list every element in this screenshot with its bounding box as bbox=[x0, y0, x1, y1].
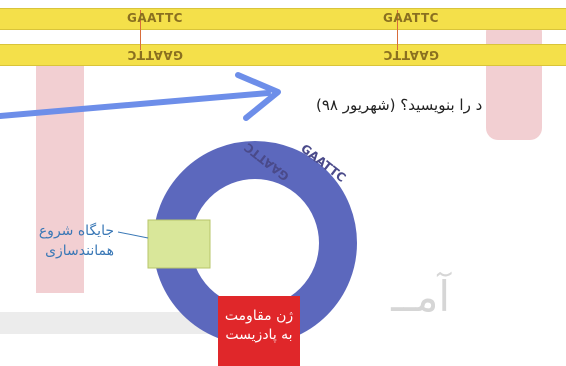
watermark-text: آمــ bbox=[391, 272, 450, 321]
resistance-gene-label: ژن مقاومت به پادزیست bbox=[224, 308, 294, 343]
dna-strip-bottom bbox=[0, 44, 566, 66]
right-arrow-icon bbox=[0, 72, 281, 121]
origin-box bbox=[147, 219, 211, 269]
sequence-top-1: GAATTC bbox=[127, 11, 183, 25]
resistance-gene-box bbox=[218, 296, 300, 366]
dna-strip-top bbox=[0, 8, 566, 30]
cut-line-right bbox=[397, 10, 398, 50]
watermark-right bbox=[486, 20, 542, 140]
question-text: د را بنویسید؟ (شهریور ۹۸) bbox=[316, 96, 483, 114]
origin-label: جایگاه شروع همانندسازی bbox=[38, 223, 114, 259]
watermark-bar bbox=[0, 312, 210, 334]
sequence-top-2: GAATTC bbox=[383, 11, 439, 25]
watermark-left bbox=[36, 58, 84, 293]
cut-line-left bbox=[140, 10, 141, 50]
origin-leader-line bbox=[117, 231, 149, 239]
